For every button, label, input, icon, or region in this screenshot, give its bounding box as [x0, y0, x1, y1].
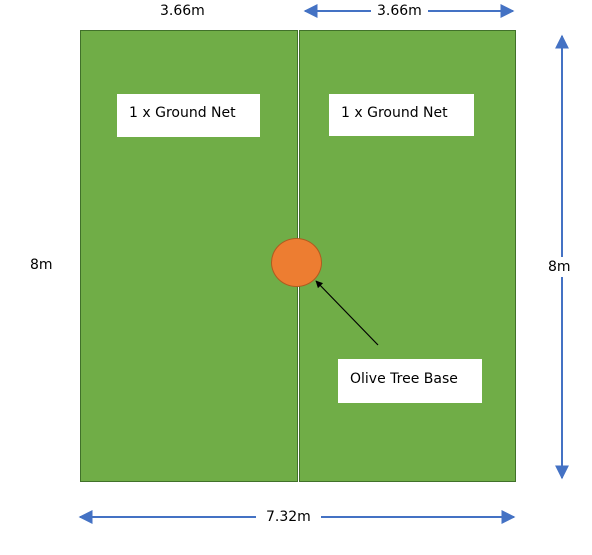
- top-left-width-label: 3.66m: [160, 3, 205, 19]
- right-net-label: 1 x Ground Net: [329, 94, 474, 136]
- left-height-label: 8m: [30, 257, 53, 273]
- left-net-label: 1 x Ground Net: [117, 94, 260, 137]
- olive-tree-base-circle: [271, 238, 322, 287]
- olive-tree-base-label: Olive Tree Base: [338, 359, 482, 403]
- total-width-label: 7.32m: [256, 509, 321, 525]
- right-height-label: 8m: [546, 257, 573, 277]
- olive-pointer-arrow: [315, 280, 379, 346]
- top-right-width-label: 3.66m: [371, 3, 428, 19]
